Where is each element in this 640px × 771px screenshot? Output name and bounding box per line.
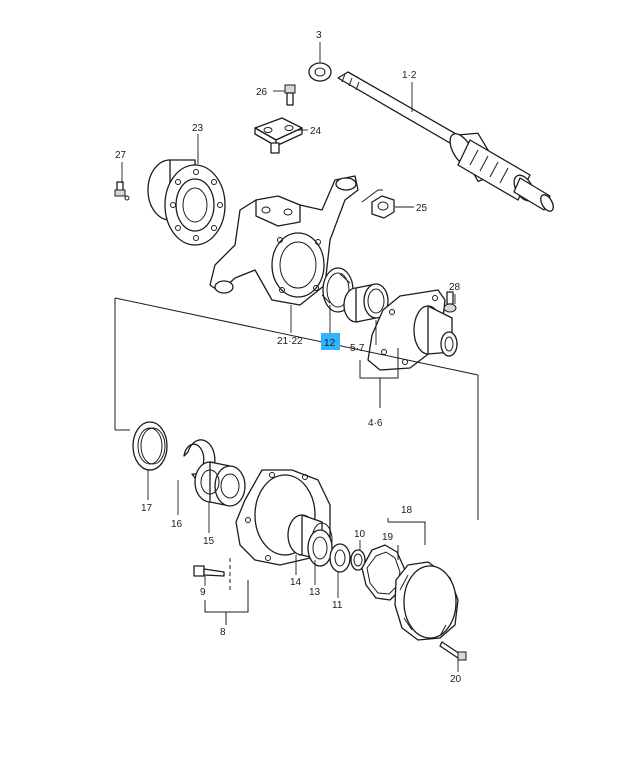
- bolt-27[interactable]: [114, 181, 130, 201]
- label-26[interactable]: 26: [256, 87, 268, 98]
- hub-flange-23[interactable]: [147, 159, 226, 246]
- nut-25[interactable]: [371, 195, 395, 219]
- label-20[interactable]: 20: [450, 674, 462, 685]
- leader-lines: [121, 42, 459, 672]
- label-28[interactable]: 28: [449, 282, 461, 293]
- label-10[interactable]: 10: [354, 529, 366, 540]
- label-11[interactable]: 11: [332, 600, 343, 611]
- label-23[interactable]: 23: [192, 123, 204, 134]
- label-25[interactable]: 25: [416, 203, 428, 214]
- washer-11[interactable]: [329, 543, 351, 573]
- free-wheeling-hub-18[interactable]: [394, 561, 459, 641]
- label-16[interactable]: 16: [171, 519, 183, 530]
- label-17[interactable]: 17: [141, 503, 153, 514]
- label-24[interactable]: 24: [310, 126, 322, 137]
- bracket-24[interactable]: [254, 117, 303, 154]
- bolt-26[interactable]: [284, 84, 296, 106]
- label-9[interactable]: 9: [200, 587, 206, 598]
- label-21-22[interactable]: 21·22: [277, 336, 303, 347]
- steering-knuckle-21-22[interactable]: [209, 175, 359, 306]
- drive-shaft[interactable]: [337, 71, 556, 213]
- spindle-4-6[interactable]: [367, 289, 458, 371]
- bolt-28[interactable]: [443, 291, 457, 313]
- label-19[interactable]: 19: [382, 532, 394, 543]
- label-15[interactable]: 15: [203, 536, 215, 547]
- label-8[interactable]: 8: [220, 627, 226, 638]
- label-13[interactable]: 13: [309, 587, 321, 598]
- label-14[interactable]: 14: [290, 577, 302, 588]
- label-18[interactable]: 18: [401, 505, 413, 516]
- bushing-5-7[interactable]: [343, 283, 389, 323]
- washer-3[interactable]: [308, 62, 332, 82]
- label-12-highlight: [321, 333, 340, 350]
- label-4-6[interactable]: 4·6: [368, 418, 383, 429]
- wheel-hub-14[interactable]: [235, 469, 333, 566]
- seal-17[interactable]: [132, 421, 168, 471]
- snap-ring-10[interactable]: [350, 549, 366, 571]
- bearing-15[interactable]: [194, 461, 246, 507]
- exploded-view-outline: [114, 297, 479, 520]
- label-27[interactable]: 27: [115, 150, 127, 161]
- label-1-2[interactable]: 1·2: [402, 70, 417, 81]
- bolt-20[interactable]: [439, 641, 467, 661]
- bearing-13[interactable]: [307, 529, 333, 567]
- label-3[interactable]: 3: [316, 30, 322, 41]
- label-12[interactable]: 12: [324, 338, 336, 349]
- label-5-7[interactable]: 5·7: [350, 343, 365, 354]
- hub-bolt-9[interactable]: [193, 565, 225, 577]
